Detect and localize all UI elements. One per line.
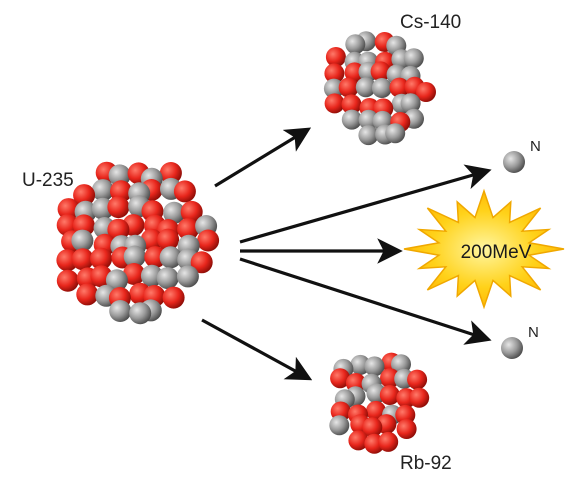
- neutron: [341, 109, 362, 130]
- neutron: [91, 179, 114, 202]
- proton: [159, 162, 182, 184]
- proton: [396, 419, 417, 439]
- neutron: [176, 265, 199, 288]
- arrow-to-cs140: [214, 127, 312, 188]
- neutron: [163, 201, 186, 224]
- proton: [190, 251, 213, 274]
- proton: [197, 229, 220, 252]
- neutron: [159, 246, 182, 269]
- proton: [107, 196, 130, 219]
- arrow-to-rb92: [201, 318, 313, 381]
- arrows: [201, 127, 492, 381]
- label-neutron-bottom: N: [528, 324, 539, 341]
- proton: [348, 430, 369, 451]
- arrow-to-neutron-top: [239, 164, 492, 244]
- neutron: [108, 164, 131, 187]
- proton: [123, 263, 145, 285]
- proton: [341, 94, 362, 115]
- neutron: [364, 356, 385, 377]
- nucleus-cs140: [323, 31, 436, 146]
- proton: [56, 269, 79, 292]
- proton: [73, 184, 96, 207]
- neutron: [400, 93, 421, 114]
- label-u235: U-235: [22, 170, 74, 191]
- proton: [338, 77, 359, 98]
- proton: [162, 286, 185, 309]
- neutron: [329, 415, 350, 436]
- proton: [180, 200, 203, 223]
- proton: [90, 247, 113, 270]
- proton: [380, 368, 400, 389]
- neutron: [355, 77, 376, 98]
- neutron: [358, 125, 379, 146]
- neutron: [71, 229, 94, 252]
- proton: [144, 246, 167, 269]
- neutron: [109, 300, 132, 322]
- proton: [324, 93, 345, 114]
- proton: [379, 385, 400, 405]
- proton: [330, 368, 351, 389]
- label-energy: 200MeV: [460, 242, 532, 263]
- neutron: [371, 78, 392, 98]
- neutron: [403, 48, 424, 69]
- proton: [177, 218, 200, 241]
- label-cs140: Cs-140: [400, 12, 462, 33]
- proton: [325, 47, 346, 67]
- proton: [157, 228, 180, 251]
- proton: [107, 218, 130, 241]
- proton: [378, 431, 399, 452]
- neutron: [129, 302, 152, 325]
- proton: [389, 77, 410, 98]
- neutron: [345, 34, 366, 55]
- neutron: [156, 267, 179, 290]
- energy-burst: [403, 188, 565, 310]
- proton: [324, 63, 345, 84]
- nucleus-rb92: [329, 352, 430, 454]
- proton: [409, 387, 430, 408]
- nucleus-u235: [56, 161, 220, 325]
- label-rb92: Rb-92: [400, 453, 452, 474]
- proton: [71, 248, 94, 271]
- label-neutron-top: N: [530, 138, 541, 155]
- proton: [76, 283, 99, 306]
- arrow-to-neutron-bottom: [239, 257, 492, 345]
- neutron: [123, 245, 146, 268]
- neutron: [105, 269, 128, 292]
- proton: [370, 61, 391, 82]
- neutron-top: [503, 151, 525, 173]
- neutron: [323, 78, 344, 99]
- proton: [407, 369, 428, 390]
- proton: [362, 417, 383, 438]
- proton: [57, 198, 80, 221]
- proton: [173, 180, 196, 203]
- neutron-bottom: [501, 337, 523, 359]
- proton: [416, 82, 436, 102]
- proton: [140, 228, 163, 251]
- neutron: [385, 123, 406, 144]
